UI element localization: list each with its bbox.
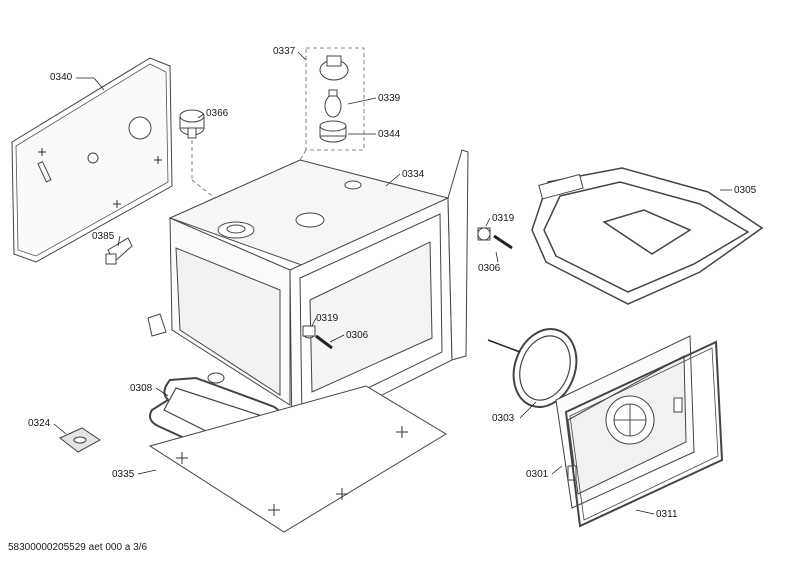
label-0319-center: 0319 bbox=[316, 313, 339, 324]
label-0324: 0324 bbox=[28, 418, 51, 429]
label-0306-right: 0306 bbox=[478, 263, 501, 274]
label-0311: 0311 bbox=[656, 509, 678, 520]
part-oven-cavity bbox=[147, 149, 469, 441]
label-0366: 0366 bbox=[206, 108, 229, 119]
part-screw-right bbox=[477, 227, 513, 250]
part-rear-panel bbox=[11, 57, 173, 263]
part-bottom-plate bbox=[148, 385, 447, 533]
label-0337: 0337 bbox=[273, 46, 296, 57]
label-0344: 0344 bbox=[378, 129, 401, 140]
label-0385: 0385 bbox=[92, 231, 115, 242]
label-0301: 0301 bbox=[526, 469, 549, 480]
part-screw-center bbox=[302, 325, 333, 350]
part-ring-heater bbox=[487, 328, 578, 408]
label-0305: 0305 bbox=[734, 185, 757, 196]
label-0308: 0308 bbox=[130, 383, 153, 394]
label-0340: 0340 bbox=[50, 72, 73, 83]
part-door-gasket bbox=[564, 340, 724, 528]
label-0306-center: 0306 bbox=[346, 330, 369, 341]
label-0303: 0303 bbox=[492, 413, 515, 424]
part-bracket bbox=[105, 237, 133, 265]
label-0334: 0334 bbox=[402, 169, 425, 180]
part-fan-motor bbox=[179, 109, 237, 216]
part-washer bbox=[59, 427, 101, 453]
label-0339: 0339 bbox=[378, 93, 401, 104]
part-grill-element bbox=[531, 167, 764, 305]
part-rear-wall bbox=[555, 335, 695, 509]
leader-lines bbox=[53, 51, 732, 515]
document-id: 58300000205529 aet 000 a 3/6 bbox=[8, 542, 148, 553]
label-0335: 0335 bbox=[112, 469, 135, 480]
label-0319-right: 0319 bbox=[492, 213, 515, 224]
part-labels: 0340 0337 0366 0339 0344 0334 0385 0319 … bbox=[28, 46, 757, 520]
part-lamp-group bbox=[299, 47, 365, 161]
